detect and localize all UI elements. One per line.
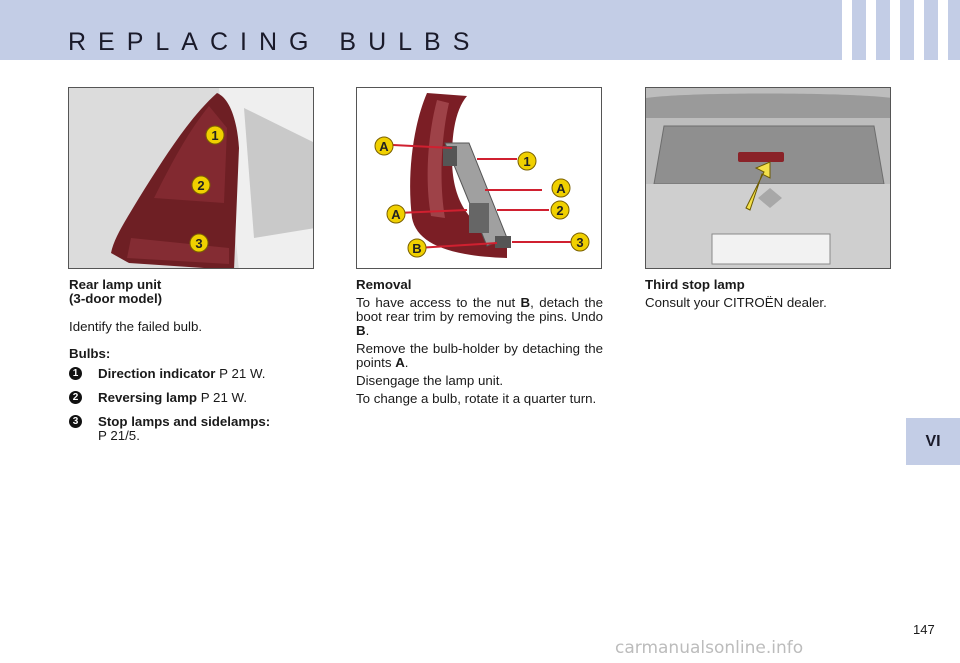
bulb-holder-photo: A 1 A 2 A 3 B xyxy=(356,87,602,269)
marker-2: 2 xyxy=(191,175,211,195)
bulb-name-1: Direction indicator xyxy=(98,366,216,381)
svg-text:A: A xyxy=(379,139,389,154)
removal-title: Removal xyxy=(356,277,412,292)
svg-text:1: 1 xyxy=(211,128,218,143)
header-band: REPLACING BULBS xyxy=(0,0,960,60)
bulb-item-1: 1 Direction indicator P 21 W. xyxy=(69,367,314,381)
removal-paragraph-1: To have access to the nut B, detach the … xyxy=(356,295,603,338)
bulb-spec-2: P 21 W. xyxy=(197,390,248,405)
marker-1: 1 xyxy=(517,151,537,171)
col-rear-lamp: Rear lamp unit (3-door model) Identify t… xyxy=(69,278,314,443)
col-third-stop-lamp: Third stop lamp Consult your CITROËN dea… xyxy=(645,278,891,310)
removal-paragraph-4: To change a bulb, rotate it a quarter tu… xyxy=(356,391,597,406)
third-stop-lamp-text: Consult your CITROËN dealer. xyxy=(645,295,827,310)
section-title-line1: Rear lamp unit xyxy=(69,277,162,292)
page-number: 147 xyxy=(913,622,935,637)
svg-text:A: A xyxy=(391,207,401,222)
marker-1: 1 xyxy=(205,125,225,145)
marker-a-right: A xyxy=(551,178,571,198)
bulb-number-2: 2 xyxy=(69,391,82,404)
page-title: REPLACING BULBS xyxy=(68,28,482,56)
svg-text:1: 1 xyxy=(523,154,530,169)
bulbs-heading: Bulbs: xyxy=(69,346,111,361)
removal-paragraph-3: Disengage the lamp unit. xyxy=(356,373,504,388)
watermark: carmanualsonline.info xyxy=(615,638,804,658)
intro-text: Identify the failed bulb. xyxy=(69,319,203,334)
marker-a-top: A xyxy=(374,136,394,156)
svg-text:B: B xyxy=(412,241,421,256)
third-stop-lamp-photo xyxy=(645,87,891,269)
bulb-item-3: 3 Stop lamps and sidelamps: P 21/5. xyxy=(69,415,314,443)
bulb-number-1: 1 xyxy=(69,367,82,380)
svg-text:A: A xyxy=(556,181,566,196)
marker-b: B xyxy=(407,238,427,258)
marker-2: 2 xyxy=(550,200,570,220)
bulb-spec-3: P 21/5. xyxy=(98,428,140,443)
svg-text:3: 3 xyxy=(576,235,583,250)
col-removal: Removal To have access to the nut B, det… xyxy=(356,278,603,406)
marker-a-left: A xyxy=(386,204,406,224)
marker-3: 3 xyxy=(570,232,590,252)
chapter-tab: VI xyxy=(906,418,960,465)
svg-text:2: 2 xyxy=(197,178,204,193)
bulb-name-3: Stop lamps and sidelamps: xyxy=(98,414,271,429)
rear-lamp-photo: 1 2 3 xyxy=(68,87,314,269)
bulb-item-2: 2 Reversing lamp P 21 W. xyxy=(69,391,314,405)
bulb-number-3: 3 xyxy=(69,415,82,428)
third-stop-lamp-title: Third stop lamp xyxy=(645,277,745,292)
removal-paragraph-2: Remove the bulb-holder by detaching the … xyxy=(356,341,603,370)
svg-text:3: 3 xyxy=(195,236,202,251)
marker-3: 3 xyxy=(189,233,209,253)
svg-text:2: 2 xyxy=(556,203,563,218)
bulb-spec-1: P 21 W. xyxy=(215,366,266,381)
section-title-line2: (3-door model) xyxy=(69,291,163,306)
bulb-name-2: Reversing lamp xyxy=(98,390,198,405)
